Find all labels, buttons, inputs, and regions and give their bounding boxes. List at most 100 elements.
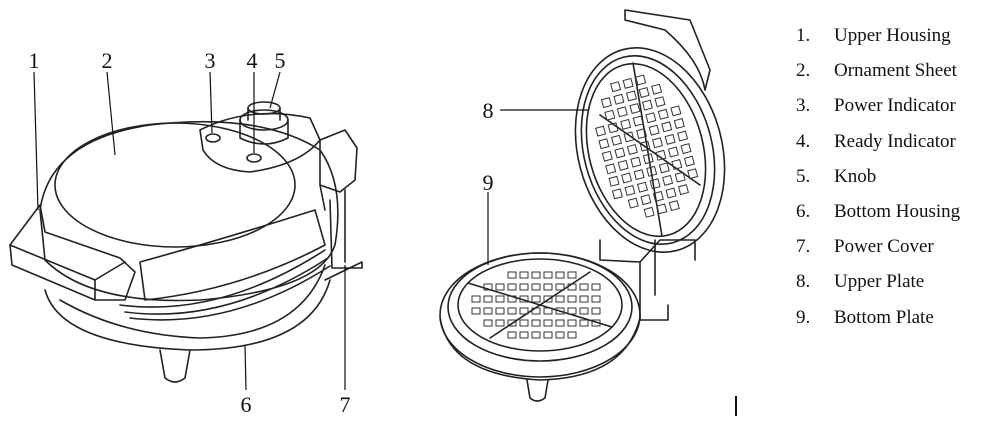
legend-label: Upper Housing [834,25,951,46]
waffle-cell [531,319,541,327]
open-waffle-maker [439,9,726,402]
waffle-cell [610,134,623,146]
legend-label: Power Indicator [834,95,956,117]
legend-number: 2. [796,60,811,82]
leader-lines [33,71,588,391]
waffle-cell [483,307,493,315]
callout-6: 6 [241,392,252,417]
waffle-cell [567,307,577,315]
callout-2: 2 [102,48,113,73]
upper-waffle-grid [595,74,699,218]
legend-label: Ready Indicator [834,130,956,152]
waffle-cell [620,118,632,130]
waffle-cell [591,307,601,315]
waffle-cell [617,159,629,171]
legend-number: 7. [796,236,811,258]
waffle-cell [507,319,517,327]
waffle-cell [531,331,541,339]
waffle-cell [687,168,699,180]
closed-waffle-maker [9,101,363,383]
waffle-cell [598,138,610,150]
waffle-cell [579,295,589,303]
waffle-cell [671,158,683,171]
waffle-cell [543,307,553,315]
waffle-cell [495,319,505,327]
waffle-cell [623,131,635,143]
waffle-cell [555,295,565,303]
legend-number: 9. [796,306,811,328]
waffle-cell [531,295,541,303]
waffle-cell [677,130,689,142]
waffle-cell [611,188,623,200]
legend-label: Upper Plate [834,271,925,293]
waffle-cell [670,105,682,117]
waffle-cell [607,122,619,134]
power-cover [319,129,358,193]
waffle-cell [519,307,529,315]
waffle-cell [655,149,667,161]
legend-number: 5. [796,165,811,187]
open-front-foot [526,379,549,402]
waffle-cell [667,146,679,158]
waffle-cell [543,283,553,291]
waffle-cell [519,283,529,291]
waffle-cell [555,307,565,315]
legend-item: 4.Ready Indicator [796,124,960,159]
waffle-cell [507,271,517,279]
upper-plate [574,47,726,253]
waffle-cell [673,117,685,130]
waffle-cell [614,147,626,159]
waffle-cell [471,295,481,303]
waffle-cell [651,83,663,95]
parts-legend: 1.Upper Housing 2.Ornament Sheet 3.Power… [796,18,960,335]
waffle-cell [483,283,493,291]
waffle-cell [683,155,695,167]
waffle-cell [651,137,664,149]
waffle-cell [608,175,620,187]
waffle-cell [519,331,529,339]
waffle-cell [507,283,517,291]
waffle-cell [567,319,577,327]
waffle-cell [519,295,529,303]
bottom-plate [439,252,641,378]
waffle-cell [600,97,612,109]
knob [239,119,289,145]
waffle-cell [643,206,655,218]
waffle-cell [543,319,553,327]
legend-number: 8. [796,271,811,293]
waffle-cell [630,156,642,168]
waffle-cell [610,81,622,93]
waffle-cell [624,184,636,197]
waffle-cell [658,162,670,174]
legend-label: Power Cover [834,236,934,258]
waffle-cell [495,295,505,303]
waffle-cell [605,163,617,175]
waffle-cell [668,200,680,212]
waffle-cell [640,194,652,206]
hinge [624,9,711,91]
waffle-cell [591,295,601,303]
legend-number: 6. [796,201,811,223]
waffle-cell [483,319,493,327]
waffle-cell [579,307,589,315]
waffle-cell [591,319,601,327]
waffle-cell [664,133,676,145]
waffle-cell [543,331,553,339]
waffle-cell [579,283,589,291]
waffle-cell [661,121,673,133]
waffle-cell [636,128,648,140]
waffle-cell [543,295,553,303]
waffle-cell [591,283,601,291]
waffle-cell [648,124,660,136]
callout-5: 5 [275,48,286,73]
legend-label: Ornament Sheet [834,60,957,82]
ornament-sheet [54,122,296,248]
waffle-cell [567,271,577,279]
waffle-cell [652,190,664,202]
waffle-cell [531,307,541,315]
waffle-cell [636,181,649,193]
legend-number: 1. [796,25,811,46]
waffle-cell [555,319,565,327]
callout-7: 7 [340,392,351,417]
waffle-cell [677,184,690,196]
